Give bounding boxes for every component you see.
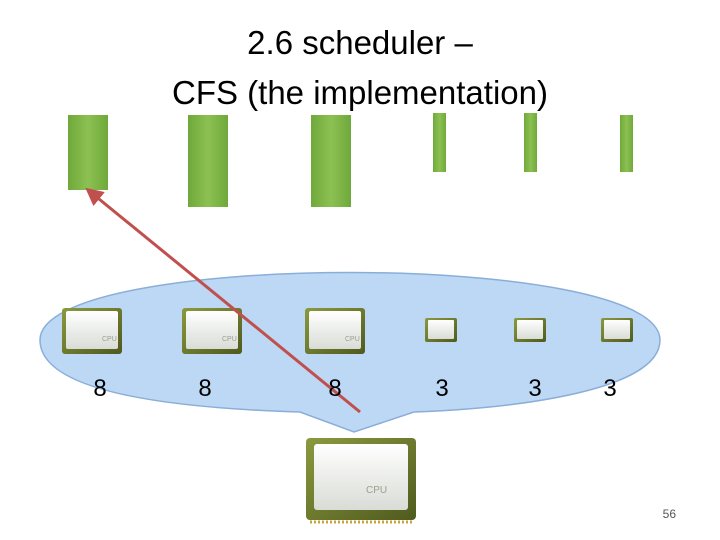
task-weight-5: 3	[528, 375, 542, 402]
task-bar-2	[188, 115, 228, 207]
task-bar-1	[68, 115, 108, 190]
task-weight-4: 3	[435, 375, 449, 402]
task-bar-5	[524, 113, 537, 172]
task-bar-3	[311, 115, 351, 207]
cpu-icon-6	[601, 318, 633, 342]
cpu-icon-4	[425, 318, 457, 342]
task-weight-1: 8	[93, 375, 107, 402]
cpu-icon-2: CPU	[182, 308, 242, 354]
task-bar-4	[433, 113, 446, 172]
title-line-1: 2.6 scheduler –	[247, 24, 473, 61]
cpu-label: CPU	[102, 336, 117, 343]
cpu-icon-3: CPU	[305, 308, 365, 354]
title-line-2: CFS (the implementation)	[172, 74, 548, 111]
task-weight-6: 3	[603, 375, 617, 402]
main-cpu-icon: CPU	[306, 438, 416, 524]
task-weight-2: 8	[198, 375, 212, 402]
schedule-arrow	[85, 187, 361, 414]
slide-number: 56	[662, 507, 676, 521]
task-bar-6	[620, 115, 633, 172]
task-weight-3: 8	[328, 375, 342, 402]
cpu-icon-1: CPU	[62, 308, 122, 354]
cpu-icon-5	[514, 318, 546, 342]
cpu-label: CPU	[345, 336, 360, 343]
main-cpu-label: CPU	[366, 485, 387, 496]
cpu-label: CPU	[222, 336, 237, 343]
